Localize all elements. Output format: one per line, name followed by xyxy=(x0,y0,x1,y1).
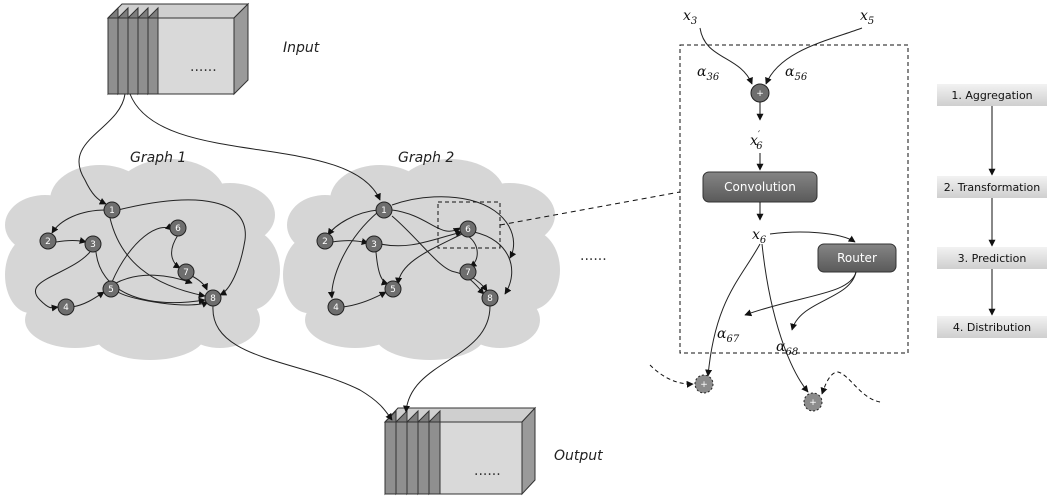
svg-text:2: 2 xyxy=(45,237,51,247)
svg-text:3. Prediction: 3. Prediction xyxy=(958,252,1027,265)
svg-text:8: 8 xyxy=(210,294,216,304)
g1-node-8: 8 xyxy=(204,289,222,307)
g1-node-5: 5 xyxy=(102,280,120,298)
graph2-edges xyxy=(327,196,517,308)
x6prime-label: x′6 xyxy=(750,130,763,152)
step-prediction: 3. Prediction xyxy=(937,247,1047,269)
svg-text:3: 3 xyxy=(371,240,377,250)
convolution-box: Convolution xyxy=(702,171,818,203)
zoom-connector-line xyxy=(499,191,681,226)
detail-panel xyxy=(679,44,909,354)
g2-node-4: 4 xyxy=(327,298,345,316)
graph2-cloud xyxy=(283,159,560,360)
svg-text:2: 2 xyxy=(322,237,328,247)
g2-node-2: 2 xyxy=(316,232,334,250)
g2-node-1: 1 xyxy=(375,201,393,219)
svg-text:5: 5 xyxy=(390,285,396,295)
svg-text:6: 6 xyxy=(175,224,181,234)
x3-label: x3 xyxy=(683,8,697,27)
svg-text:1. Aggregation: 1. Aggregation xyxy=(951,89,1032,102)
between-graphs-dots: ...... xyxy=(580,248,607,264)
graph2-nodes: 1 2 3 4 5 6 7 8 xyxy=(316,201,499,316)
input-tensor: ...... xyxy=(106,2,250,96)
alpha68-label: α68 xyxy=(776,339,798,358)
graph1-edges xyxy=(34,199,246,312)
svg-text:1: 1 xyxy=(381,206,387,216)
svg-text:1: 1 xyxy=(109,206,115,216)
graph1-cloud xyxy=(5,159,280,360)
svg-text:8: 8 xyxy=(487,294,493,304)
x6-label: x6 xyxy=(752,227,767,246)
router-box: Router xyxy=(817,243,897,273)
svg-text:Convolution: Convolution xyxy=(724,180,796,194)
svg-text:3: 3 xyxy=(90,240,96,250)
step-transformation: 2. Transformation xyxy=(937,176,1047,198)
g2-node-5: 5 xyxy=(384,280,402,298)
graph2-label: Graph 2 xyxy=(398,150,454,166)
svg-text:+: + xyxy=(756,89,764,99)
svg-text:2. Transformation: 2. Transformation xyxy=(944,181,1041,194)
svg-text:4: 4 xyxy=(333,303,339,313)
g2-node-6: 6 xyxy=(459,220,477,238)
svg-text:4: 4 xyxy=(63,303,69,313)
output-label: Output xyxy=(554,448,603,464)
input-label: Input xyxy=(283,40,320,56)
svg-text:7: 7 xyxy=(183,268,189,278)
output-tensor: ...... xyxy=(383,406,537,496)
step-distribution: 4. Distribution xyxy=(937,316,1047,338)
g2-node-8: 8 xyxy=(481,289,499,307)
sum-node-8: + xyxy=(803,392,823,412)
svg-text:5: 5 xyxy=(108,285,114,295)
svg-text:+: + xyxy=(809,398,817,408)
graph1-label: Graph 1 xyxy=(130,150,186,166)
input-dots: ...... xyxy=(190,59,217,75)
g2-node-7: 7 xyxy=(459,263,477,281)
svg-text:Router: Router xyxy=(837,251,877,265)
g1-node-3: 3 xyxy=(84,235,102,253)
svg-text:7: 7 xyxy=(465,268,471,278)
output-connections xyxy=(212,305,491,421)
alpha56-label: α56 xyxy=(785,64,808,83)
svg-text:+: + xyxy=(700,380,708,390)
sum-node: + xyxy=(750,83,770,103)
sum-node-7: + xyxy=(694,374,714,394)
svg-text:6: 6 xyxy=(465,225,471,235)
g1-node-1: 1 xyxy=(103,201,121,219)
g1-node-6: 6 xyxy=(169,219,187,237)
graph1-nodes: 1 2 3 4 5 6 7 8 xyxy=(39,201,222,316)
x5-label: x5 xyxy=(860,8,874,27)
incoming-dashed-7 xyxy=(649,364,694,388)
incoming-dashed-8 xyxy=(820,371,881,403)
step-aggregation: 1. Aggregation xyxy=(937,84,1047,106)
g1-node-2: 2 xyxy=(39,232,57,250)
input-connections xyxy=(78,93,381,205)
svg-text:4. Distribution: 4. Distribution xyxy=(953,321,1031,334)
output-dots: ...... xyxy=(474,463,501,479)
g1-node-7: 7 xyxy=(177,263,195,281)
g2-node-3: 3 xyxy=(365,235,383,253)
alpha36-label: α36 xyxy=(697,64,720,83)
alpha67-label: α67 xyxy=(717,326,740,345)
g1-node-4: 4 xyxy=(57,298,75,316)
